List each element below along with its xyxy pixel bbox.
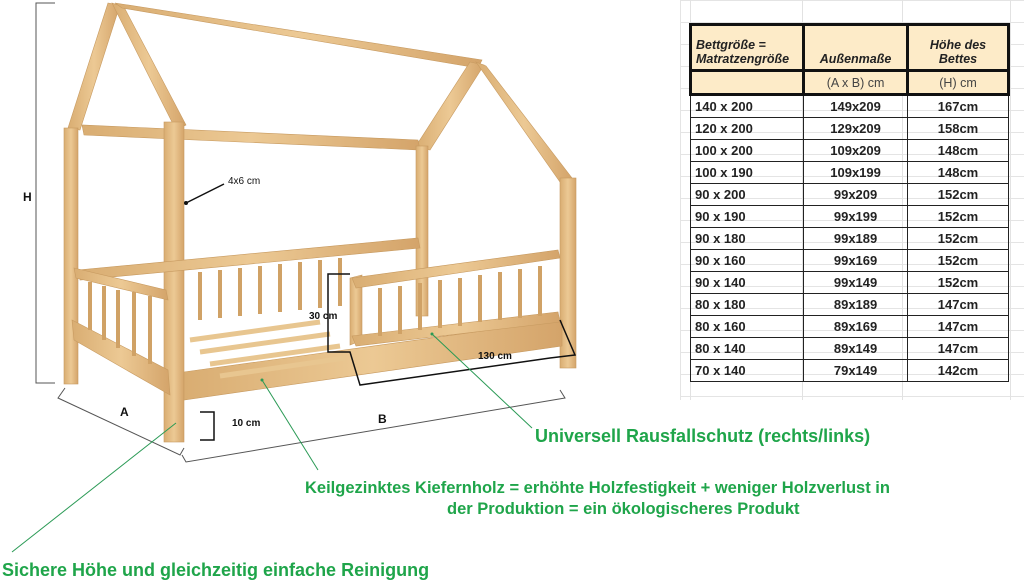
cell-outer: 89x149 [803,337,909,360]
cell-outer: 109x209 [803,139,909,162]
header-bed-size-line1: Bettgröße = [696,38,766,52]
width-dimension-label: A [120,405,129,419]
cell-height: 167cm [907,94,1009,118]
cell-outer: 99x189 [803,227,909,250]
unit-outer-dimensions: (A x B) cm [802,69,910,96]
cell-height: 158cm [907,117,1009,140]
cell-height: 147cm [907,337,1009,360]
cell-size: 90 x 190 [689,205,805,228]
floor-clearance-label: 10 cm [232,418,261,429]
cell-height: 152cm [907,249,1009,272]
cell-outer: 149x209 [803,94,909,118]
cell-size: 80 x 180 [689,293,805,316]
cell-height: 152cm [907,227,1009,250]
cell-size: 100 x 190 [689,161,805,184]
cell-outer: 99x169 [803,249,909,272]
post-size-label: 4x6 cm [228,176,261,187]
rail-callout: Universell Rausfallschutz (rechts/links) [535,426,871,446]
cell-size: 90 x 140 [689,271,805,294]
wood-callout-line2: der Produktion = ein ökologischeres Prod… [447,500,800,518]
cell-size: 90 x 180 [689,227,805,250]
table-unit-row: (A x B) cm (H) cm [688,69,1010,96]
cell-size: 80 x 140 [689,337,805,360]
cell-outer: 89x169 [803,315,909,338]
cell-height: 147cm [907,315,1009,338]
cell-height: 148cm [907,139,1009,162]
unit-bed-size [688,69,806,96]
cell-outer: 79x149 [803,359,909,382]
cell-height: 147cm [907,293,1009,316]
cell-outer: 99x199 [803,205,909,228]
house-bed-illustration [11,2,577,553]
unit-bed-height: (H) cm [906,69,1010,96]
cell-outer: 89x189 [803,293,909,316]
header-bed-height-line2: Bettes [938,52,978,66]
cell-outer: 99x149 [803,271,909,294]
rail-height-label: 30 cm [309,311,338,322]
cell-outer: 99x209 [803,183,909,206]
grid-line [1010,0,1011,400]
header-outer-dimensions: Außenmaße [802,23,910,72]
header-bed-size-line2: Matratzengröße [696,52,790,66]
cell-outer: 109x199 [803,161,909,184]
cell-size: 90 x 200 [689,183,805,206]
cell-height: 152cm [907,183,1009,206]
cell-outer: 129x209 [803,117,909,140]
cell-size: 80 x 160 [689,315,805,338]
cell-size: 120 x 200 [689,117,805,140]
height-dimension-label: H [23,190,32,204]
cell-size: 70 x 140 [689,359,805,382]
cell-height: 152cm [907,205,1009,228]
wood-callout-line1: Keilgezinktes Kiefernholz = erhöhte Holz… [305,479,890,497]
table-header-row: Bettgröße =Matratzengröße Außenmaße Höhe… [688,23,1010,72]
header-bed-height-line1: Höhe des [929,38,987,52]
cell-size: 90 x 160 [689,249,805,272]
length-dimension-label: B [378,412,387,426]
cell-height: 152cm [907,271,1009,294]
header-bed-size: Bettgröße =Matratzengröße [688,23,806,72]
cell-size: 100 x 200 [689,139,805,162]
cell-height: 148cm [907,161,1009,184]
height-callout: Sichere Höhe und gleichzeitig einfache R… [2,560,430,580]
size-table: Bettgröße =Matratzengröße Außenmaße Höhe… [688,23,1010,382]
rail-length-label: 130 cm [478,351,512,362]
cell-size: 140 x 200 [689,94,805,118]
cell-height: 142cm [907,359,1009,382]
